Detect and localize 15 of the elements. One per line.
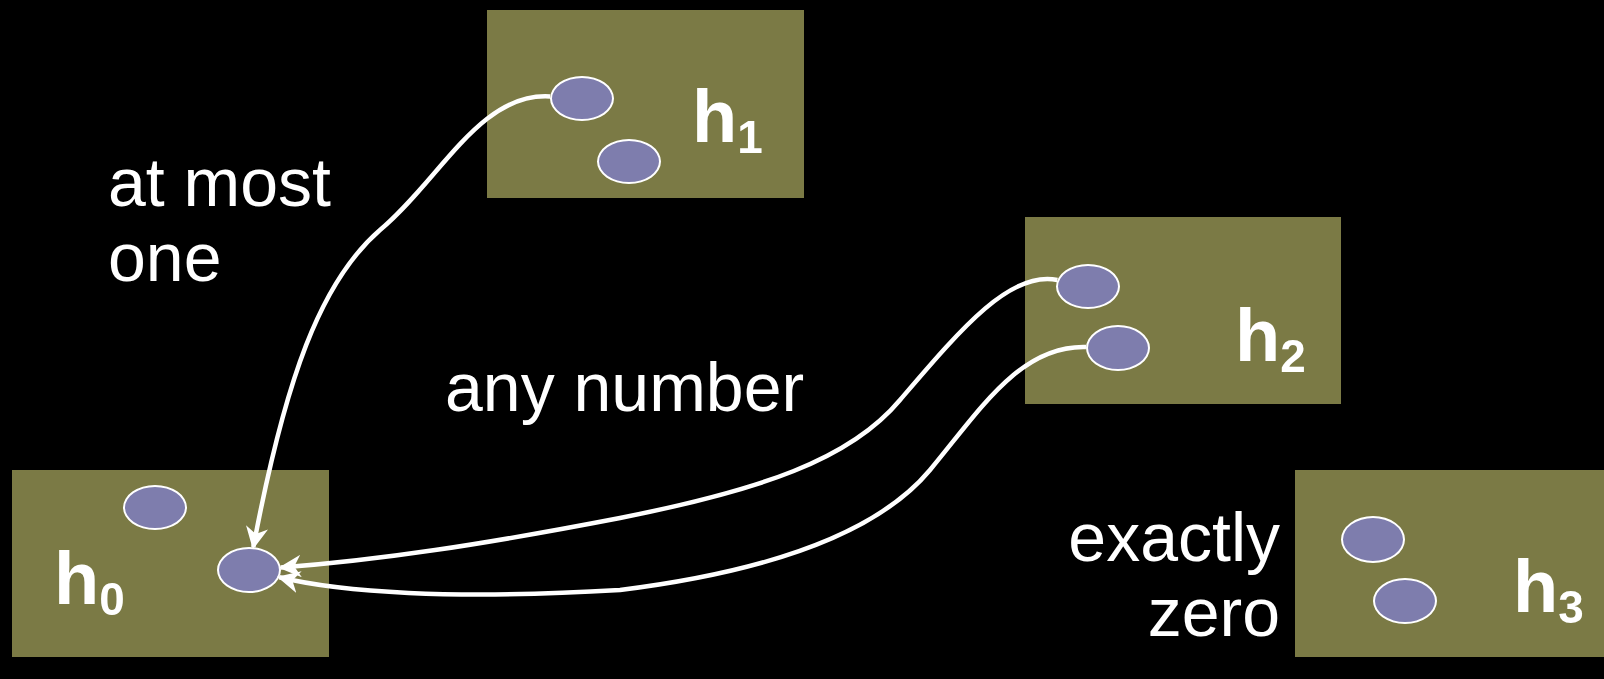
- region-box: [487, 10, 804, 198]
- box-label: h$_{3}$: [1513, 550, 1584, 632]
- ellipse: [217, 547, 281, 593]
- arrow: [277, 344, 1087, 597]
- arrow: [278, 276, 1058, 578]
- annotation-text: exactly zero: [1067, 500, 1280, 650]
- arrow: [246, 94, 551, 550]
- region-box: [1025, 217, 1341, 404]
- box-label: h$_{2}$: [1235, 299, 1306, 381]
- annotation-text: any number: [445, 350, 806, 425]
- box-label: h$_{1}$: [692, 80, 763, 162]
- region-box: [1295, 470, 1604, 657]
- region-box: [12, 470, 329, 657]
- annotation-text: at most one: [108, 145, 332, 295]
- box-label: h$_{0}$: [54, 542, 125, 624]
